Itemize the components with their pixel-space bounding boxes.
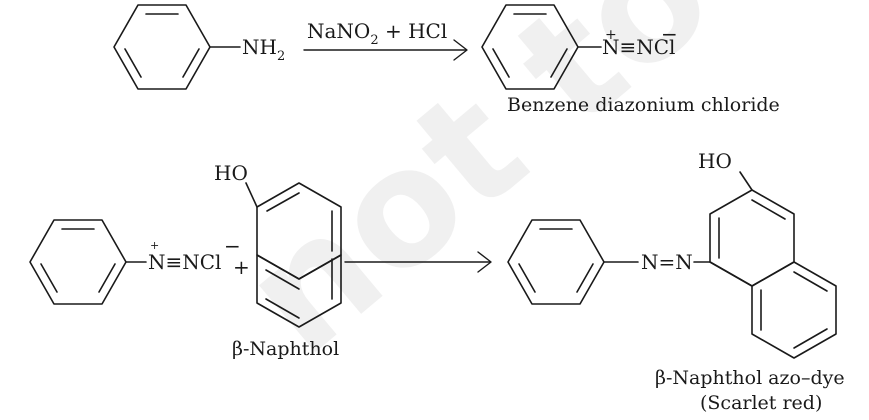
naphthol-oh-label: HO (214, 161, 248, 185)
azo-dye-product: N=N HO (507, 149, 837, 359)
aniline-benzene-ring (113, 4, 211, 90)
naphthol-lower-inner-2 (265, 298, 300, 319)
diazonium-reactant: + N≡NCl − + (29, 219, 250, 305)
product-2-name: β-Naphthol azo–dye (655, 367, 845, 389)
aniline: NH2 (113, 4, 285, 90)
diazonium-inner-bond-3 (492, 48, 510, 78)
product-2-name-common: (Scarlet red) (700, 392, 822, 414)
reactant-plus-charge: + (150, 239, 159, 252)
reactant-benzene-ring (29, 219, 127, 305)
product-c-o-bond (739, 171, 753, 191)
reactant-formula: N≡NCl (148, 250, 221, 274)
product-inner-bond-2 (576, 263, 594, 293)
product-oh-label: HO (698, 149, 732, 173)
product-naphthalene-lower-ring (709, 261, 837, 359)
product-lower-inner-3 (793, 271, 828, 292)
diazonium-minus-charge: − (661, 22, 678, 46)
aniline-inner-bond-2 (182, 48, 200, 78)
product-1-name: Benzene diazonium chloride (507, 94, 780, 116)
reactant-inner-bond-2 (98, 263, 116, 293)
reaction-arrow-1-head (453, 39, 468, 61)
product-benzene-ring (507, 219, 605, 305)
product-inner-bond-3 (518, 263, 536, 293)
naphthol-lower-inner-1 (265, 269, 300, 290)
diazonium-formula: N≡NCl (602, 35, 675, 59)
beta-naphthol: HO (214, 161, 342, 328)
plus-sign: + (233, 255, 250, 279)
naphthol-lower-ring (256, 254, 342, 328)
benzene-diazonium-chloride: + N≡NCl − (481, 4, 678, 90)
aniline-inner-bond-3 (124, 48, 142, 78)
diazonium-inner-bond-2 (550, 48, 568, 78)
reagent-arrow-1: NaNO2 + HCl (303, 19, 468, 61)
reactant-inner-bond-3 (40, 263, 58, 293)
naphthol-name: β-Naphthol (232, 338, 339, 360)
reactant-minus-charge: − (224, 234, 241, 258)
product-upper-inner-1 (751, 199, 786, 220)
reaction-arrow-2-head (477, 251, 492, 273)
naphthol-c-o-bond (245, 182, 258, 208)
diazonium-benzene-ring (481, 4, 579, 90)
product-azo-label: N=N (641, 250, 693, 274)
diazonium-plus-charge: + (605, 27, 617, 43)
naphthol-upper-inner-1 (266, 192, 300, 212)
reaction-arrow-2 (344, 251, 492, 273)
product-lower-inner-2 (793, 328, 828, 349)
aniline-nh2-label: NH2 (242, 35, 285, 64)
product-naphthalene-upper-ring (709, 189, 795, 287)
reagent-label: NaNO2 + HCl (307, 19, 447, 48)
